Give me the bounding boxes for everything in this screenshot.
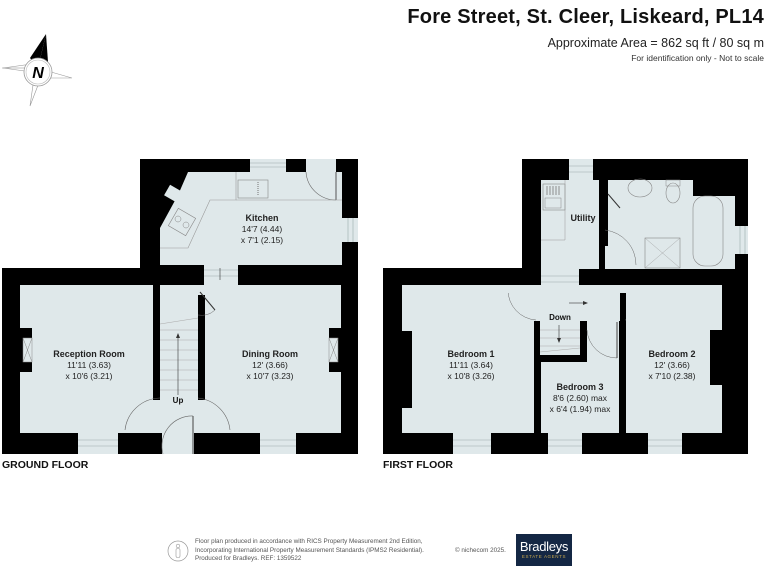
room-dim2: x 10'6 (3.21) [65,371,113,381]
ground-floor-label: GROUND FLOOR [2,459,89,471]
bradleys-logo: Bradleys ESTATE AGENTS [516,534,572,566]
footer-line-2: Incorporating International Property Mea… [195,546,424,554]
footer-line-3: Produced for Bradleys. REF: 1359522 [195,555,302,562]
approximate-area: Approximate Area = 862 sq ft / 80 sq m [547,36,764,50]
room-name: Bedroom 2 [648,349,696,359]
scale-note: For identification only - Not to scale [631,53,764,63]
stairs-up-label: Up [172,396,184,405]
room-dim2: x 10'8 (3.26) [447,371,495,381]
room-dim1: 12' (3.66) [252,360,288,370]
room-bedroom-2: Bedroom 2 12' (3.66) x 7'10 (2.38) [648,349,695,382]
logo-sub: ESTATE AGENTS [521,554,567,559]
footer: Floor plan produced in accordance with R… [165,537,585,567]
room-dining: Dining Room 12' (3.66) x 10'7 (3.23) [242,349,298,382]
room-name: Reception Room [53,349,125,359]
north-arrow-icon: N [2,34,73,107]
room-dim1: 8'6 (2.60) max [552,393,608,403]
room-dim1: 11'11 (3.63) [67,360,111,370]
room-kitchen: Kitchen 14'7 (4.44) x 7'1 (2.15) [241,213,283,246]
ground-floor-plan [2,159,358,455]
compass-n-label: N [32,65,44,82]
room-name: Utility [570,213,596,223]
first-floor-label: FIRST FLOOR [383,459,453,471]
room-dim1: 12' (3.66) [654,360,690,370]
room-dim1: 11'11 (3.64) [449,360,493,370]
first-floor-plan [383,159,748,454]
room-bedroom-3: Bedroom 3 8'6 (2.60) max x 6'4 (1.94) ma… [550,382,611,415]
room-bedroom-1: Bedroom 1 11'11 (3.64) x 10'8 (3.26) [447,349,494,382]
page-title: Fore Street, St. Cleer, Liskeard, PL14 [407,6,764,28]
footer-copyright: © nichecom 2025. [455,547,506,554]
logo-brand: Bradleys [519,539,569,554]
room-dim2: x 7'10 (2.38) [648,371,696,381]
room-dim2: x 7'1 (2.15) [240,235,284,245]
room-name: Kitchen [245,213,279,223]
room-reception: Reception Room 11'11 (3.63) x 10'6 (3.21… [53,349,125,382]
stairs-down-label: Down [549,313,571,322]
room-dim1: 14'7 (4.44) [241,224,283,234]
person-icon [167,540,189,562]
room-name: Bedroom 3 [556,382,604,392]
room-utility: Utility [570,213,595,224]
room-dim2: x 10'7 (3.23) [246,371,294,381]
footer-disclaimer: Floor plan produced in accordance with R… [195,538,424,564]
room-name: Bedroom 1 [447,349,495,359]
room-name: Dining Room [242,349,298,359]
footer-line-1: Floor plan produced in accordance with R… [195,538,423,545]
room-dim2: x 6'4 (1.94) max [549,404,611,414]
